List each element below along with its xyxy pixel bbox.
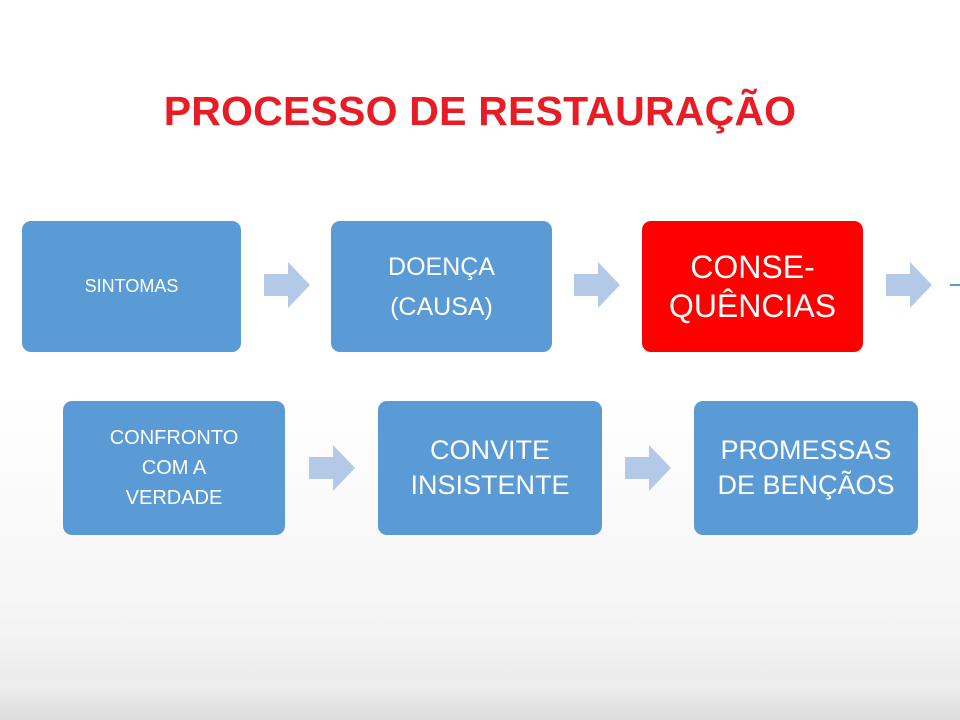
step-convite-line-1: CONVITE [429, 434, 550, 465]
step-confronto-line-3: VERDADE [125, 487, 223, 509]
bottom-band [0, 682, 960, 720]
step-promessas-line-2: DE BENÇÃOS [717, 470, 895, 500]
arrow-right-icon [574, 262, 620, 308]
step-confronto-line-1: CONFRONTO [109, 427, 239, 449]
arrow-right-icon [309, 445, 355, 491]
step-convite-line-2: INSISTENTE [410, 470, 570, 500]
step-sintomas-label: SINTOMAS [84, 275, 179, 296]
step-confronto-line-2: COM A [141, 457, 207, 479]
step-promessas: PROMESSAS DE BENÇÃOS [694, 401, 918, 535]
arrow-right-icon [625, 445, 671, 491]
step-promessas-line-1: PROMESSAS [720, 434, 892, 465]
page-title: PROCESSO DE RESTAURAÇÃO [163, 88, 797, 134]
step-convite: CONVITE INSISTENTE [378, 401, 602, 535]
step-consequencias-line-1: CONSE- [690, 249, 815, 286]
step-consequencias: CONSE- QUÊNCIAS [642, 221, 863, 352]
step-confronto: CONFRONTO COM A VERDADE [63, 401, 285, 535]
step-sintomas: SINTOMAS [22, 221, 241, 352]
step-doenca-line-1: DOENÇA [388, 252, 495, 281]
arrow-right-icon [886, 262, 932, 308]
step-doenca-line-2: (CAUSA) [390, 292, 493, 321]
step-doenca: DOENÇA (CAUSA) [331, 221, 552, 352]
arrow-right-icon [264, 262, 310, 308]
step-consequencias-line-2: QUÊNCIAS [668, 287, 837, 324]
connector-edge-mark [950, 284, 960, 286]
